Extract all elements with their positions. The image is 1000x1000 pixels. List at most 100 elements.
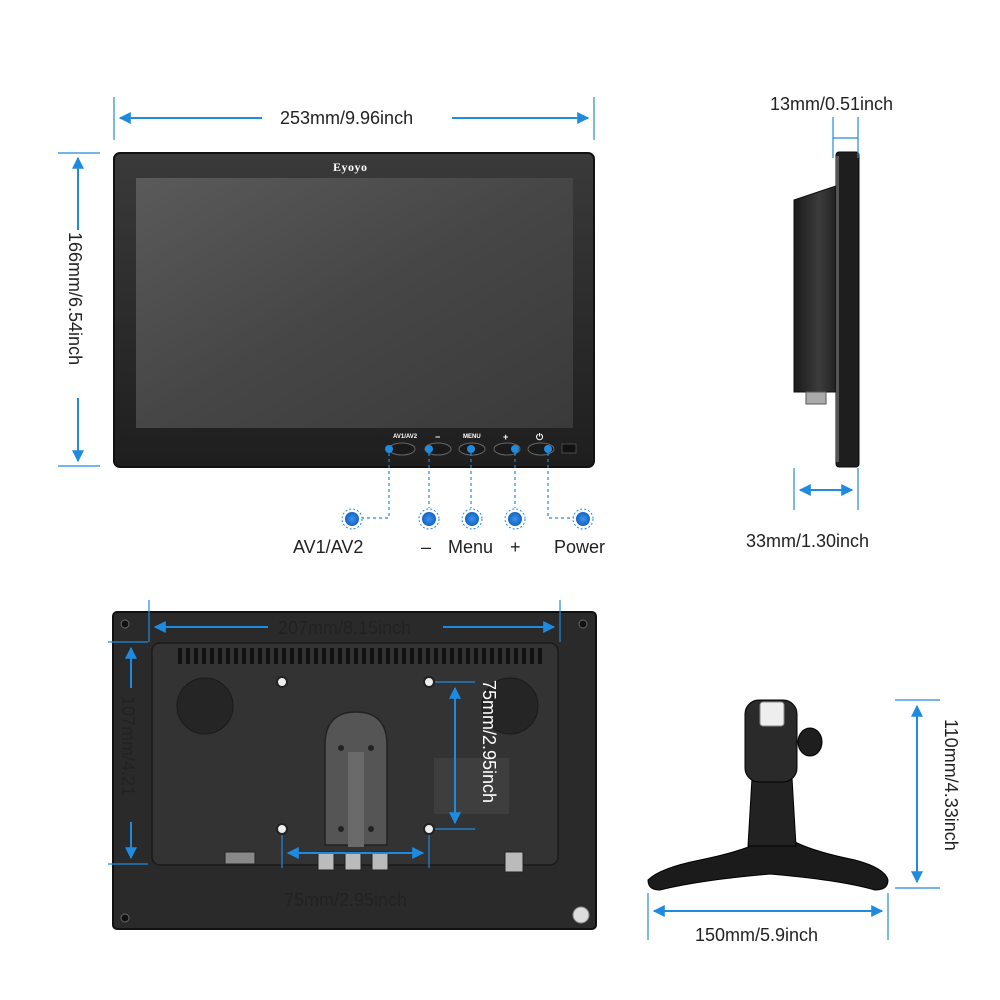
callout-av-label: AV1/AV2 [293, 537, 364, 557]
callout-power-label: Power [554, 537, 606, 557]
bracket-screw-4 [368, 826, 374, 832]
vent-slot [514, 648, 518, 664]
side-front-panel [835, 151, 860, 468]
vent-slot [474, 648, 478, 664]
brand-logo: Eyoyo [333, 160, 368, 174]
front-screen [136, 178, 573, 428]
vent-slot [450, 648, 454, 664]
vent-slot [386, 648, 390, 664]
callout-menu-label: Menu [448, 537, 494, 557]
vent-slot [498, 648, 502, 664]
vent-slot [194, 648, 198, 664]
sticker-bottom-right [572, 906, 590, 924]
vent-slot [250, 648, 254, 664]
vent-slot [410, 648, 414, 664]
callout-anchor-plus [511, 445, 519, 453]
vent-slot [442, 648, 446, 664]
side-connector [805, 391, 827, 405]
vent-slot [234, 648, 238, 664]
callout-dots [341, 508, 594, 530]
vent-slot [394, 648, 398, 664]
vesa-hole-bottom-right [423, 823, 435, 835]
vent-slot [178, 648, 182, 664]
stand-pole [747, 777, 797, 847]
vent-slots [178, 648, 542, 664]
stand-width-label: 150mm/5.9inch [695, 925, 819, 945]
vent-slot [330, 648, 334, 664]
side-depth-label: 33mm/1.30inch [746, 531, 870, 551]
side-view [793, 117, 860, 510]
front-height-label: 166mm/6.54inch [65, 232, 85, 366]
ir-sensor [561, 443, 577, 454]
vent-slot [226, 648, 230, 664]
screw-top-right [578, 619, 588, 629]
vent-slot [186, 648, 190, 664]
vent-slot [530, 648, 534, 664]
bracket-screw-2 [368, 745, 374, 751]
vent-slot [402, 648, 406, 664]
vent-slot [266, 648, 270, 664]
vent-slot [290, 648, 294, 664]
speaker-grill-right [481, 677, 539, 735]
stand-height-label: 110mm/4.33inch [941, 719, 961, 851]
vesa-vertical-label: 75mm/2.95inch [479, 680, 499, 804]
vent-slot [538, 648, 542, 664]
vent-slot [306, 648, 310, 664]
vent-slot [466, 648, 470, 664]
screw-top-left [120, 619, 130, 629]
button-mark-av: AV1/AV2 [393, 434, 418, 440]
bracket-slot [348, 752, 364, 847]
callout-anchor-minus [425, 445, 433, 453]
back-width-label: 207mm/8.15inch [278, 618, 412, 638]
vent-slot [298, 648, 302, 664]
vesa-hole-top-right [423, 676, 435, 688]
vent-slot [354, 648, 358, 664]
callout-anchor-av [385, 445, 393, 453]
vent-slot [378, 648, 382, 664]
vent-slot [522, 648, 526, 664]
side-edge-highlight [836, 156, 839, 462]
callout-anchor-menu [467, 445, 475, 453]
vent-slot [418, 648, 422, 664]
vent-slot [218, 648, 222, 664]
speaker-grill-left [176, 677, 234, 735]
screw-bottom-left [120, 913, 130, 923]
vent-slot [482, 648, 486, 664]
front-view [58, 97, 595, 530]
stand-mount-plate [759, 701, 785, 727]
power-icon: ⏻ [536, 432, 544, 442]
back-view [108, 600, 597, 930]
back-height-label: 107mm/4.21 [118, 696, 138, 797]
vent-slot [434, 648, 438, 664]
side-thickness-label: 13mm/0.51inch [770, 94, 894, 114]
vent-slot [314, 648, 318, 664]
vesa-hole-bottom-left [276, 823, 288, 835]
vent-slot [258, 648, 262, 664]
callout-minus-label: – [421, 537, 432, 557]
port-power [504, 851, 524, 873]
vent-slot [426, 648, 430, 664]
vent-slot [242, 648, 246, 664]
vent-slot [322, 648, 326, 664]
vent-slot [458, 648, 462, 664]
stand-view [647, 699, 940, 940]
stand-knob [797, 727, 823, 757]
vent-slot [490, 648, 494, 664]
vent-slot [370, 648, 374, 664]
callout-anchor-power [544, 445, 552, 453]
vent-slot [210, 648, 214, 664]
port-vga [224, 851, 256, 865]
back-label [434, 758, 509, 814]
callout-plus-label: + [510, 537, 521, 557]
button-mark-menu: MENU [463, 434, 481, 440]
bracket-screw-1 [338, 745, 344, 751]
vesa-hole-top-left [276, 676, 288, 688]
vent-slot [338, 648, 342, 664]
vent-slot [282, 648, 286, 664]
vent-slot [202, 648, 206, 664]
vent-slot [506, 648, 510, 664]
bracket-screw-3 [338, 826, 344, 832]
vesa-horizontal-label: 75mm/2.95inch [284, 890, 408, 910]
button-mark-minus: − [435, 432, 441, 442]
